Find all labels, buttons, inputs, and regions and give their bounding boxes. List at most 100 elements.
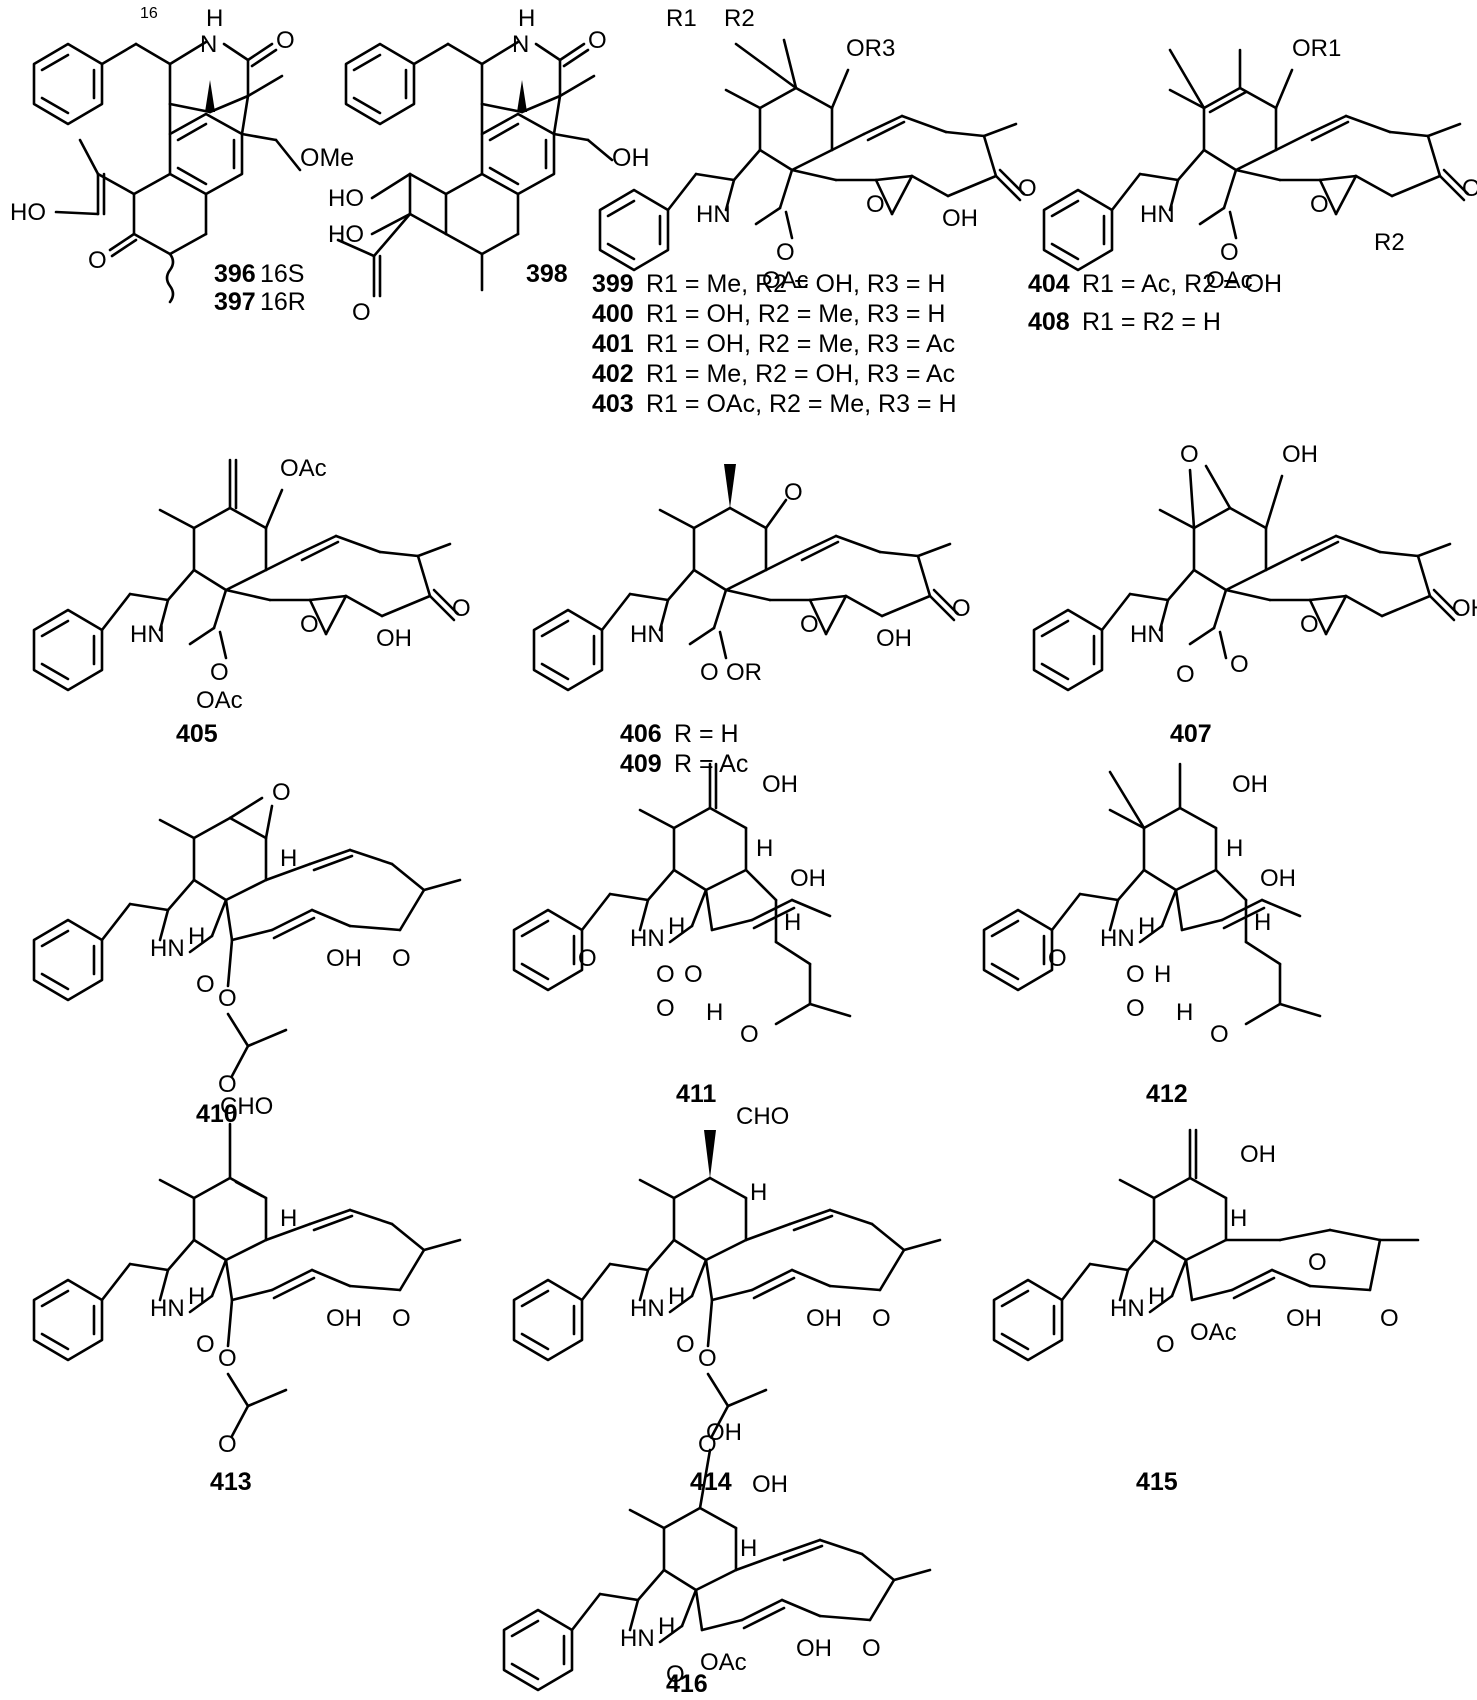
ketone-o-c9: O — [1230, 651, 1249, 678]
h-1: H — [756, 835, 773, 862]
hn: HN — [130, 621, 165, 648]
label-416: 416 — [666, 1670, 708, 1698]
aromatic-ring — [168, 112, 244, 196]
label-402: 402 — [592, 360, 634, 388]
label-405: 405 — [176, 720, 218, 748]
o-3: O — [1048, 945, 1067, 972]
h-2: H — [1254, 909, 1271, 936]
structure-416: OH OH H O OH HN H O OAc 416 — [502, 1419, 932, 1698]
desc-406: R = H — [674, 720, 739, 748]
oac: OAc — [700, 1649, 747, 1676]
h-3: H — [706, 999, 723, 1026]
epoxide-o: O — [1310, 191, 1329, 218]
structure-405: OAc HN O O OAc OH O 405 — [32, 455, 471, 748]
epoxide-o: O — [272, 779, 291, 806]
h-ring: H — [668, 1283, 685, 1310]
desc-402: R1 = Me, R2 = OH, R3 = Ac — [646, 360, 955, 388]
desc-408: R1 = R2 = H — [1082, 308, 1221, 336]
h-ring: H — [658, 1613, 675, 1640]
structure-413: CHO H O OH HN H O O O 413 — [32, 1093, 462, 1496]
oh: OH — [1286, 1305, 1322, 1332]
oh-right: OH — [1452, 595, 1477, 622]
or1: OR1 — [1292, 35, 1341, 62]
oh: OH — [376, 625, 412, 652]
ketone-o: O — [452, 595, 471, 622]
hn: HN — [630, 1295, 665, 1322]
lactam-o: O — [1220, 239, 1239, 266]
label-397: 397 — [214, 288, 256, 316]
h-1: H — [1226, 835, 1243, 862]
epoxide-o: O — [800, 611, 819, 638]
h-ring: H — [1148, 1283, 1165, 1310]
label-415: 415 — [1136, 1468, 1178, 1496]
h-2: H — [784, 909, 801, 936]
h: H — [280, 1205, 297, 1232]
ketone-o: O — [952, 595, 971, 622]
structure-414: CHO H O OH HN H O O O 414 — [512, 1103, 942, 1496]
oh-1: OH — [1232, 771, 1268, 798]
nh-n: N — [200, 31, 217, 58]
label-406: 406 — [620, 720, 662, 748]
label-411: 411 — [676, 1080, 716, 1108]
epoxide-o: O — [300, 611, 319, 638]
hn: HN — [630, 621, 665, 648]
label-404: 404 — [1028, 270, 1070, 298]
r1: R1 — [666, 5, 697, 32]
acetate-carbonyl-o: O — [218, 1431, 237, 1458]
h-3: H — [1176, 999, 1193, 1026]
lactam-o: O — [276, 27, 295, 54]
oh-top: OH — [1240, 1141, 1276, 1168]
o-3: O — [578, 945, 597, 972]
acetate-o: O — [218, 1345, 237, 1372]
config-396: 16S — [260, 260, 304, 288]
epoxide-o: O — [1300, 611, 1319, 638]
label-399: 399 — [592, 270, 634, 298]
lactam-o: O — [676, 1331, 695, 1358]
hn: HN — [696, 201, 731, 228]
epoxide-o: O — [1308, 1249, 1327, 1276]
ketone-o: O — [392, 945, 411, 972]
hn: HN — [630, 925, 665, 952]
lactam-o: O — [1176, 661, 1195, 688]
oh-3: OH — [796, 1635, 832, 1662]
hn: HN — [150, 1295, 185, 1322]
ketone-o: O — [1018, 175, 1037, 202]
label-396: 396 — [214, 260, 256, 288]
r2: R2 — [1374, 229, 1405, 256]
ketone-o: O — [740, 1021, 759, 1048]
oac: OAc — [1190, 1319, 1237, 1346]
methoxy: OMe — [300, 144, 354, 172]
oac-top: OAc — [280, 455, 327, 482]
oh: OH — [806, 1305, 842, 1332]
structure-410: O H O OH HN H O O O 410 — [32, 779, 462, 1128]
o-1: O — [1126, 961, 1145, 988]
cytochalasan-core — [992, 1176, 1312, 1362]
o-1: O — [656, 961, 675, 988]
cytochalasan-core — [502, 1506, 822, 1692]
cytochalasan-core — [512, 1176, 832, 1362]
label-413: 413 — [210, 1468, 252, 1496]
desc-400: R1 = OH, R2 = Me, R3 = H — [646, 300, 945, 328]
h-ring: H — [1138, 913, 1155, 940]
o-2: O — [684, 961, 703, 988]
ketone-o: O — [862, 1635, 881, 1662]
label-408: 408 — [1028, 308, 1070, 336]
acetyl-o: O — [1126, 995, 1145, 1022]
ketone-o-ring: O — [784, 479, 803, 506]
h: H — [740, 1535, 757, 1562]
or3: OR3 — [846, 35, 895, 62]
oh-2: OH — [752, 1471, 788, 1498]
structure-406-409: O HN O O OR OH O 406 R = H 409 R = Ac — [532, 464, 971, 778]
label-401: 401 — [592, 330, 634, 358]
structure-411: OH H OH H O O H HN H O O O 411 — [512, 762, 852, 1108]
acetate-o: O — [218, 985, 237, 1012]
hn: HN — [620, 1625, 655, 1652]
ketone-o: O — [1210, 1021, 1229, 1048]
aromatic-ring — [480, 112, 556, 196]
cytochalasan-core — [598, 86, 1026, 272]
lactam-o: O — [776, 239, 795, 266]
label-398: 398 — [526, 260, 568, 288]
oac-bottom: OAc — [196, 687, 243, 714]
ketone-o: O — [1380, 1305, 1399, 1332]
epoxide-o: O — [866, 191, 885, 218]
